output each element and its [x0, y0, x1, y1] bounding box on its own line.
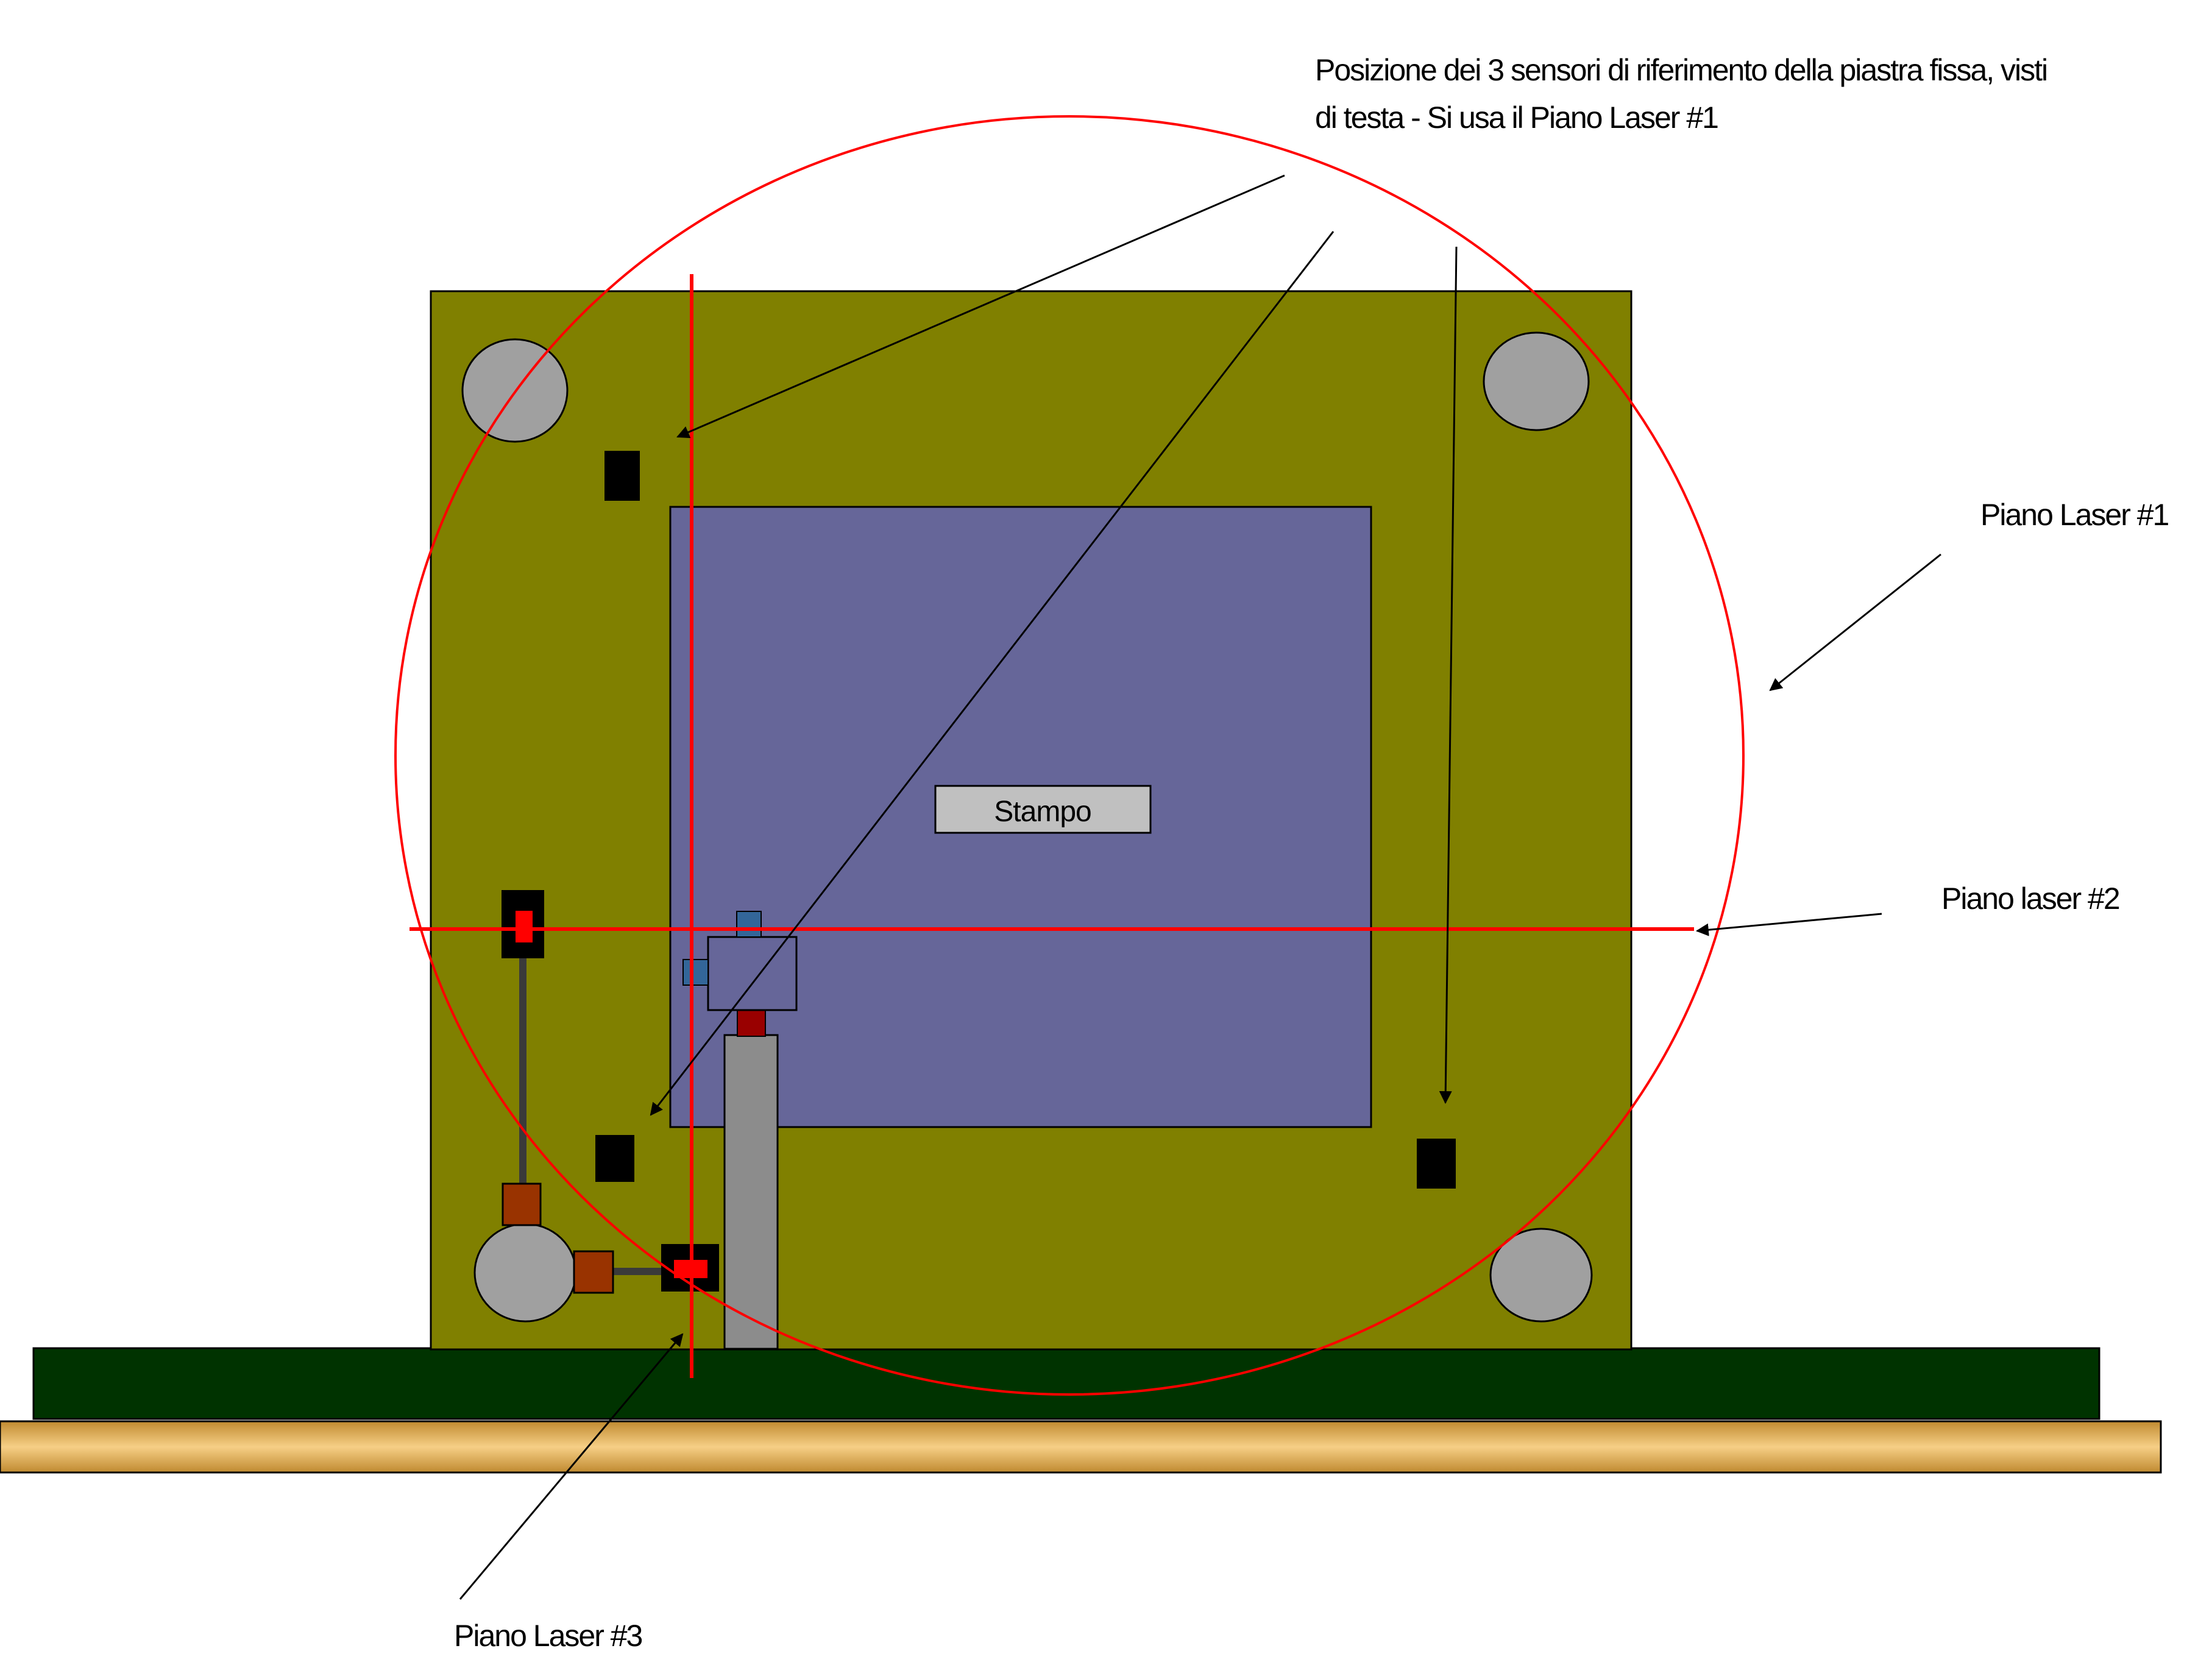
sensor-head — [707, 936, 798, 1011]
laser-emitter-left-lens — [516, 911, 533, 942]
arrow-to-plane-3 — [459, 1333, 684, 1600]
arrow-to-sensor-bottom-right — [1439, 246, 1458, 1105]
support-column — [723, 1034, 779, 1350]
arrow-to-sensor-top-left — [676, 174, 1285, 439]
bolt-bottom-left — [473, 1223, 577, 1323]
reference-sensor-top-left — [604, 451, 640, 501]
base-plate — [32, 1347, 2100, 1420]
arrow-to-plane-2 — [1695, 913, 1882, 936]
stampo-label-box — [934, 785, 1152, 834]
guide-rail — [0, 1420, 2162, 1474]
bolt-bottom-right — [1489, 1228, 1593, 1323]
connector-horizontal — [573, 1250, 614, 1294]
sensor-head-top-tab — [736, 911, 762, 938]
laser-plane-1-circle — [394, 115, 1745, 1396]
connector-vertical — [502, 1182, 542, 1226]
reference-sensor-bottom-left — [595, 1135, 634, 1182]
arrow-to-sensor-bottom-left — [650, 231, 1335, 1116]
arrow-to-plane-1 — [1769, 553, 1941, 691]
plane-2-label: Piano laser #2 — [1941, 882, 2119, 916]
plane-1-label: Piano Laser #1 — [1980, 498, 2169, 532]
bolt-top-right — [1483, 331, 1590, 431]
sensor-head-side-tab — [682, 959, 709, 986]
reference-sensor-bottom-right — [1417, 1139, 1456, 1189]
stampo-label: Stampo — [994, 796, 1091, 828]
column-joint — [737, 1009, 766, 1037]
sensors-caption-line-1: Posizione dei 3 sensori di riferimento d… — [1315, 53, 2047, 87]
sensors-caption-line-2: di testa - Si usa il Piano Laser #1 — [1315, 101, 1718, 135]
plane-3-label: Piano Laser #3 — [454, 1619, 642, 1653]
